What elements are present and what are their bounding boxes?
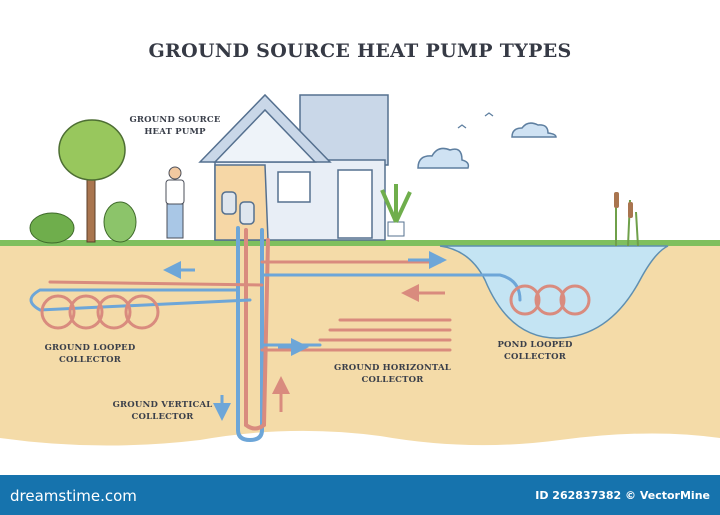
label-heat-pump: GROUND SOURCE HEAT PUMP	[120, 114, 230, 138]
label-line: GROUND HORIZONTAL	[334, 363, 451, 373]
cloud-icon	[417, 122, 557, 169]
label-pond-looped: POND LOOPED COLLECTOR	[480, 339, 590, 363]
label-line: POND LOOPED	[497, 340, 573, 350]
page-title: GROUND SOURCE HEAT PUMP TYPES	[148, 40, 572, 62]
person-icon	[165, 166, 185, 239]
pipes	[29, 226, 591, 443]
label-line: COLLECTOR	[131, 412, 194, 422]
tree-icon	[29, 119, 137, 244]
image-credit: ID 262837382 © VectorMine	[535, 489, 710, 502]
label-line: GROUND VERTICAL	[112, 400, 213, 410]
label-line: GROUND SOURCE	[129, 115, 221, 125]
label-line: COLLECTOR	[504, 352, 566, 362]
pond	[439, 245, 669, 339]
grass	[0, 240, 720, 246]
label-line: HEAT PUMP	[144, 127, 206, 137]
flow-arrows	[163, 251, 447, 421]
house	[198, 93, 389, 241]
label-line: COLLECTOR	[361, 375, 424, 385]
reeds-icon	[614, 192, 639, 247]
plant-icon	[380, 184, 412, 237]
footer-bar: dreamstime.com ID 262837382 © VectorMine	[0, 475, 720, 515]
brand-link[interactable]: dreamstime.com	[10, 487, 137, 505]
heat-pump-illustration	[0, 93, 720, 446]
label-line: COLLECTOR	[59, 355, 121, 365]
label-ground-vertical: GROUND VERTICAL COLLECTOR	[100, 399, 225, 423]
label-ground-looped: GROUND LOOPED COLLECTOR	[35, 342, 145, 366]
label-line: GROUND LOOPED	[44, 343, 136, 353]
label-ground-horizontal: GROUND HORIZONTAL COLLECTOR	[325, 362, 460, 386]
birds-icon	[457, 112, 494, 129]
